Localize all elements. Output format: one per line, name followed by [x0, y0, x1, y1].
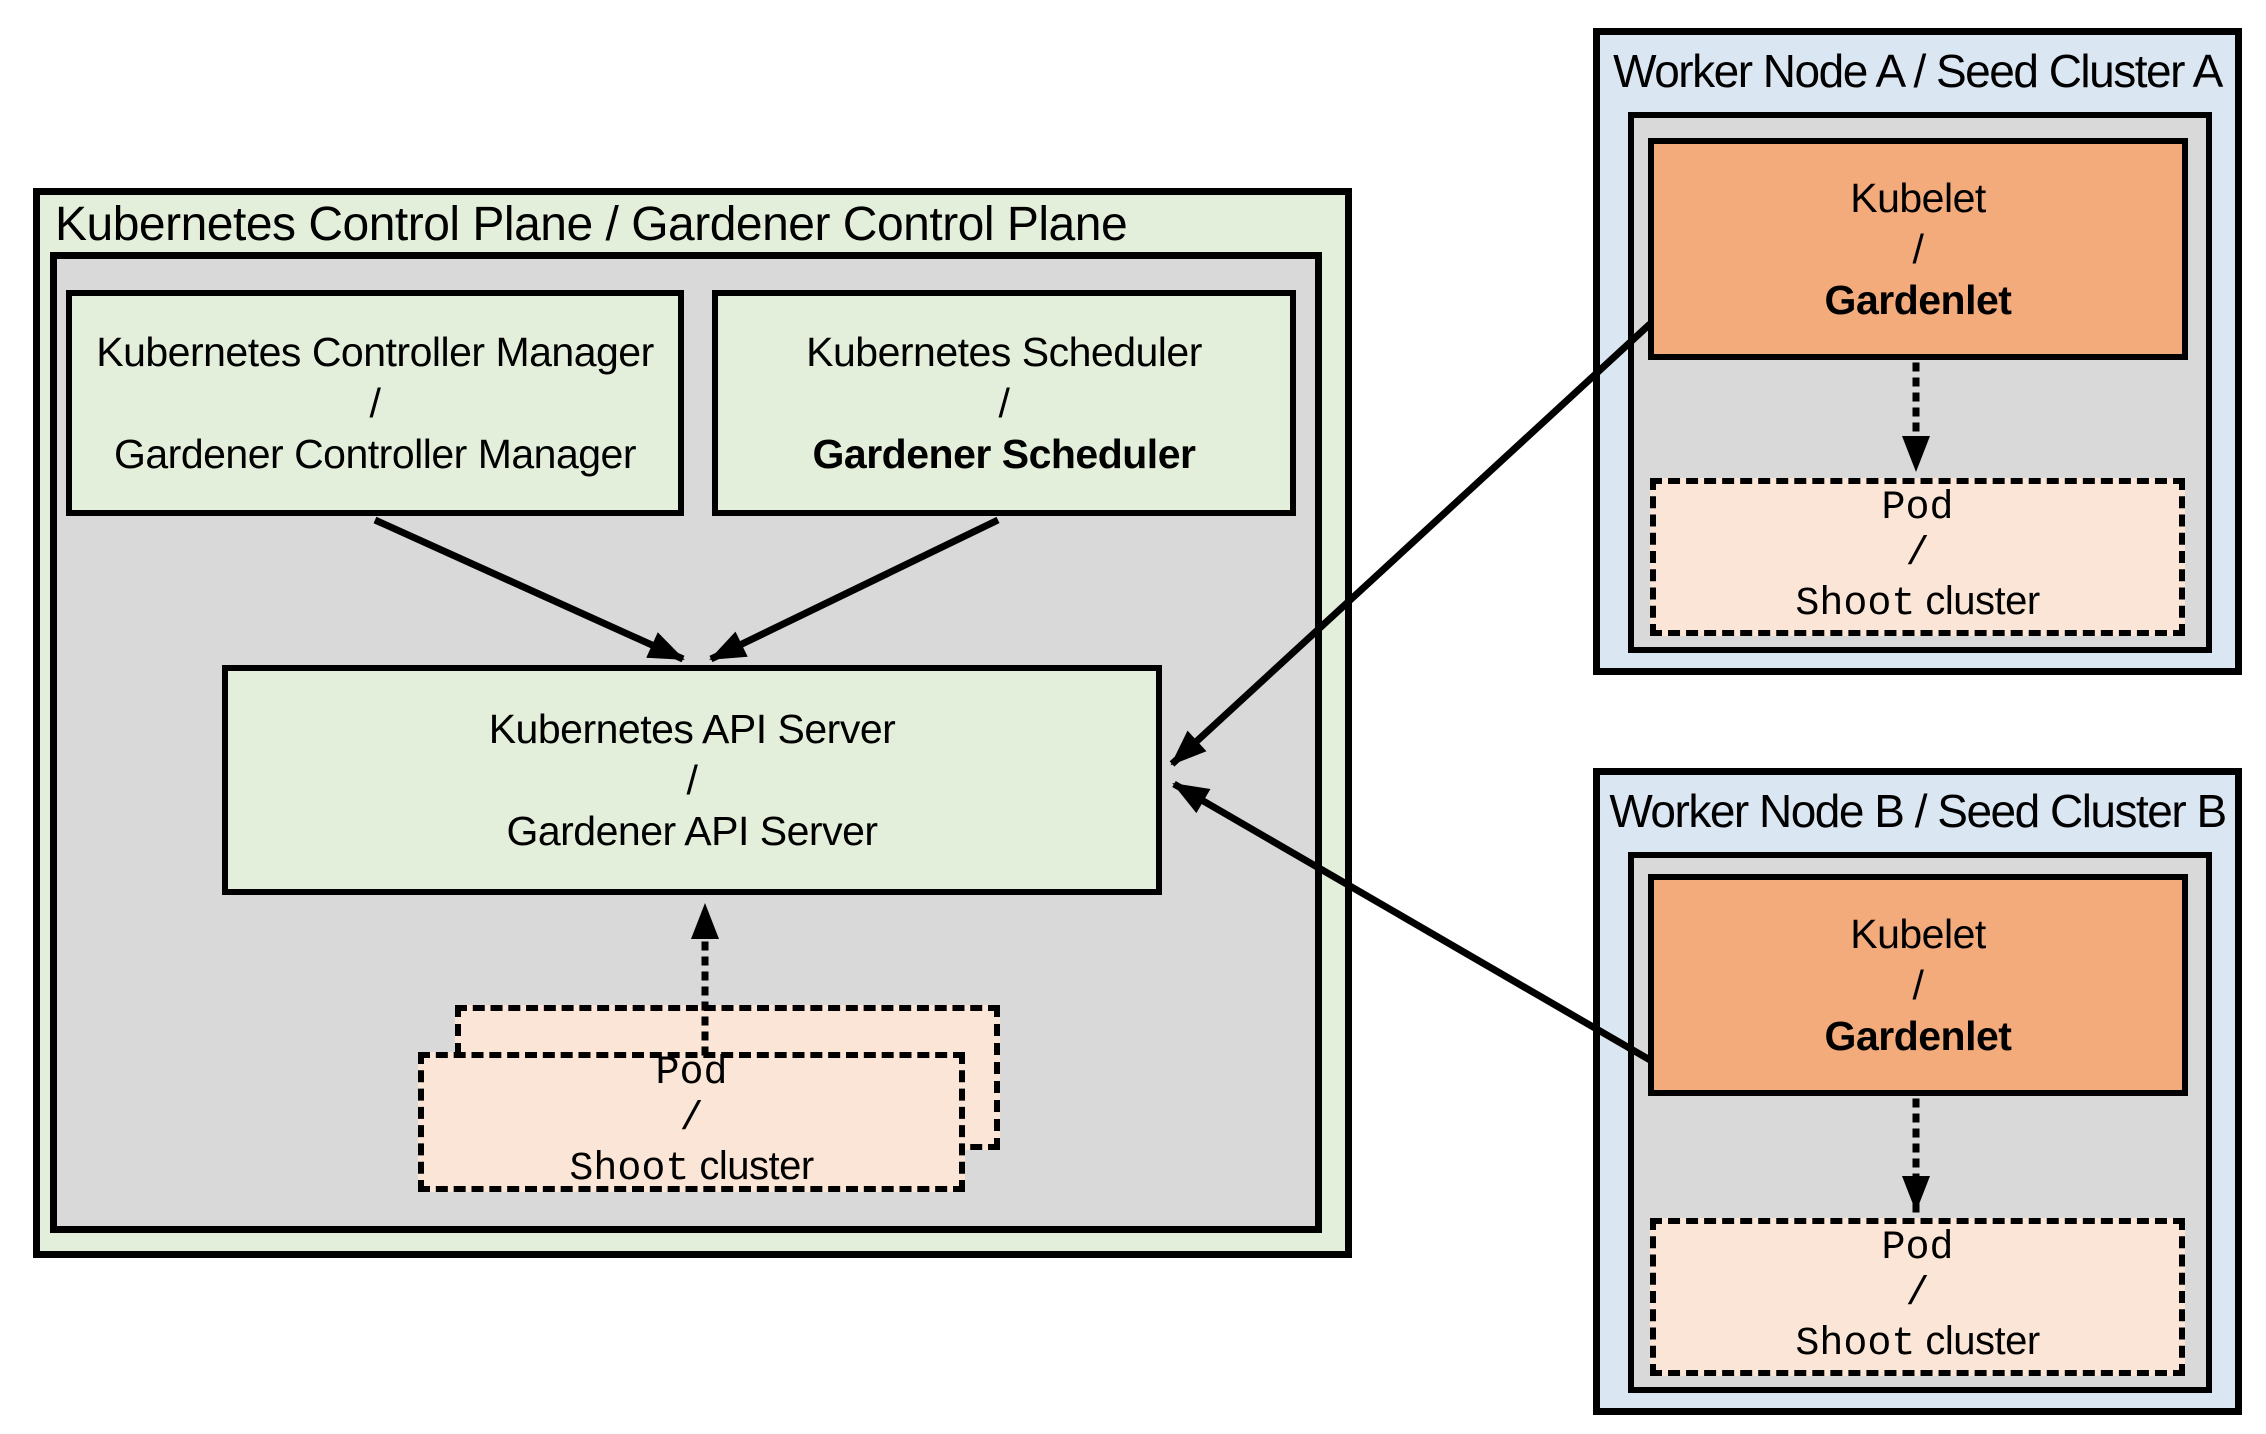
- pod-a-slash: /: [1905, 532, 1930, 577]
- pod-b-slash: /: [1905, 1272, 1930, 1317]
- pod-stack-shoot: Shoot: [569, 1147, 690, 1192]
- kubelet-gardenlet-b-box: Kubelet / Gardenlet: [1648, 874, 2188, 1096]
- worker-node-b-title: Worker Node B / Seed Cluster B: [1609, 785, 2227, 837]
- pod-stack-line1: Pod: [655, 1051, 728, 1096]
- controller-manager-slash: /: [369, 379, 381, 426]
- kubelet-gardenlet-a-box: Kubelet / Gardenlet: [1648, 138, 2188, 360]
- kubelet-b-line1: Kubelet: [1850, 910, 1986, 957]
- api-server-line2: Gardener API Server: [506, 807, 878, 854]
- controller-manager-line2: Gardener Controller Manager: [113, 430, 637, 477]
- scheduler-box: Kubernetes Scheduler / Gardener Schedule…: [712, 290, 1296, 516]
- control-plane-title: Kubernetes Control Plane / Gardener Cont…: [55, 198, 1128, 251]
- pod-a-shoot: Shoot: [1795, 582, 1916, 627]
- scheduler-line1: Kubernetes Scheduler: [806, 328, 1202, 375]
- controller-manager-line1: Kubernetes Controller Manager: [96, 328, 654, 375]
- worker-node-a-title: Worker Node A / Seed Cluster A: [1613, 45, 2223, 97]
- kubelet-a-line1: Kubelet: [1850, 174, 1986, 221]
- pod-stack-cluster: cluster: [699, 1144, 814, 1188]
- kubelet-a-line2: Gardenlet: [1824, 276, 2012, 323]
- pod-a-cluster: cluster: [1925, 579, 2040, 623]
- pod-a-line1: Pod: [1881, 486, 1954, 531]
- controller-manager-box: Kubernetes Controller Manager / Gardener…: [66, 290, 684, 516]
- pod-b-line1: Pod: [1881, 1226, 1954, 1271]
- kubelet-a-slash: /: [1912, 225, 1924, 272]
- scheduler-slash: /: [998, 379, 1010, 426]
- pod-b-cluster: cluster: [1925, 1319, 2040, 1363]
- kubelet-b-slash: /: [1912, 961, 1924, 1008]
- scheduler-line2: Gardener Scheduler: [812, 430, 1196, 477]
- api-server-line1: Kubernetes API Server: [488, 705, 896, 752]
- pod-stack-slash: /: [679, 1097, 704, 1142]
- api-server-box: Kubernetes API Server / Gardener API Ser…: [222, 665, 1162, 895]
- pod-b-shoot: Shoot: [1795, 1322, 1916, 1367]
- api-server-slash: /: [686, 756, 698, 803]
- kubelet-b-line2: Gardenlet: [1824, 1012, 2012, 1059]
